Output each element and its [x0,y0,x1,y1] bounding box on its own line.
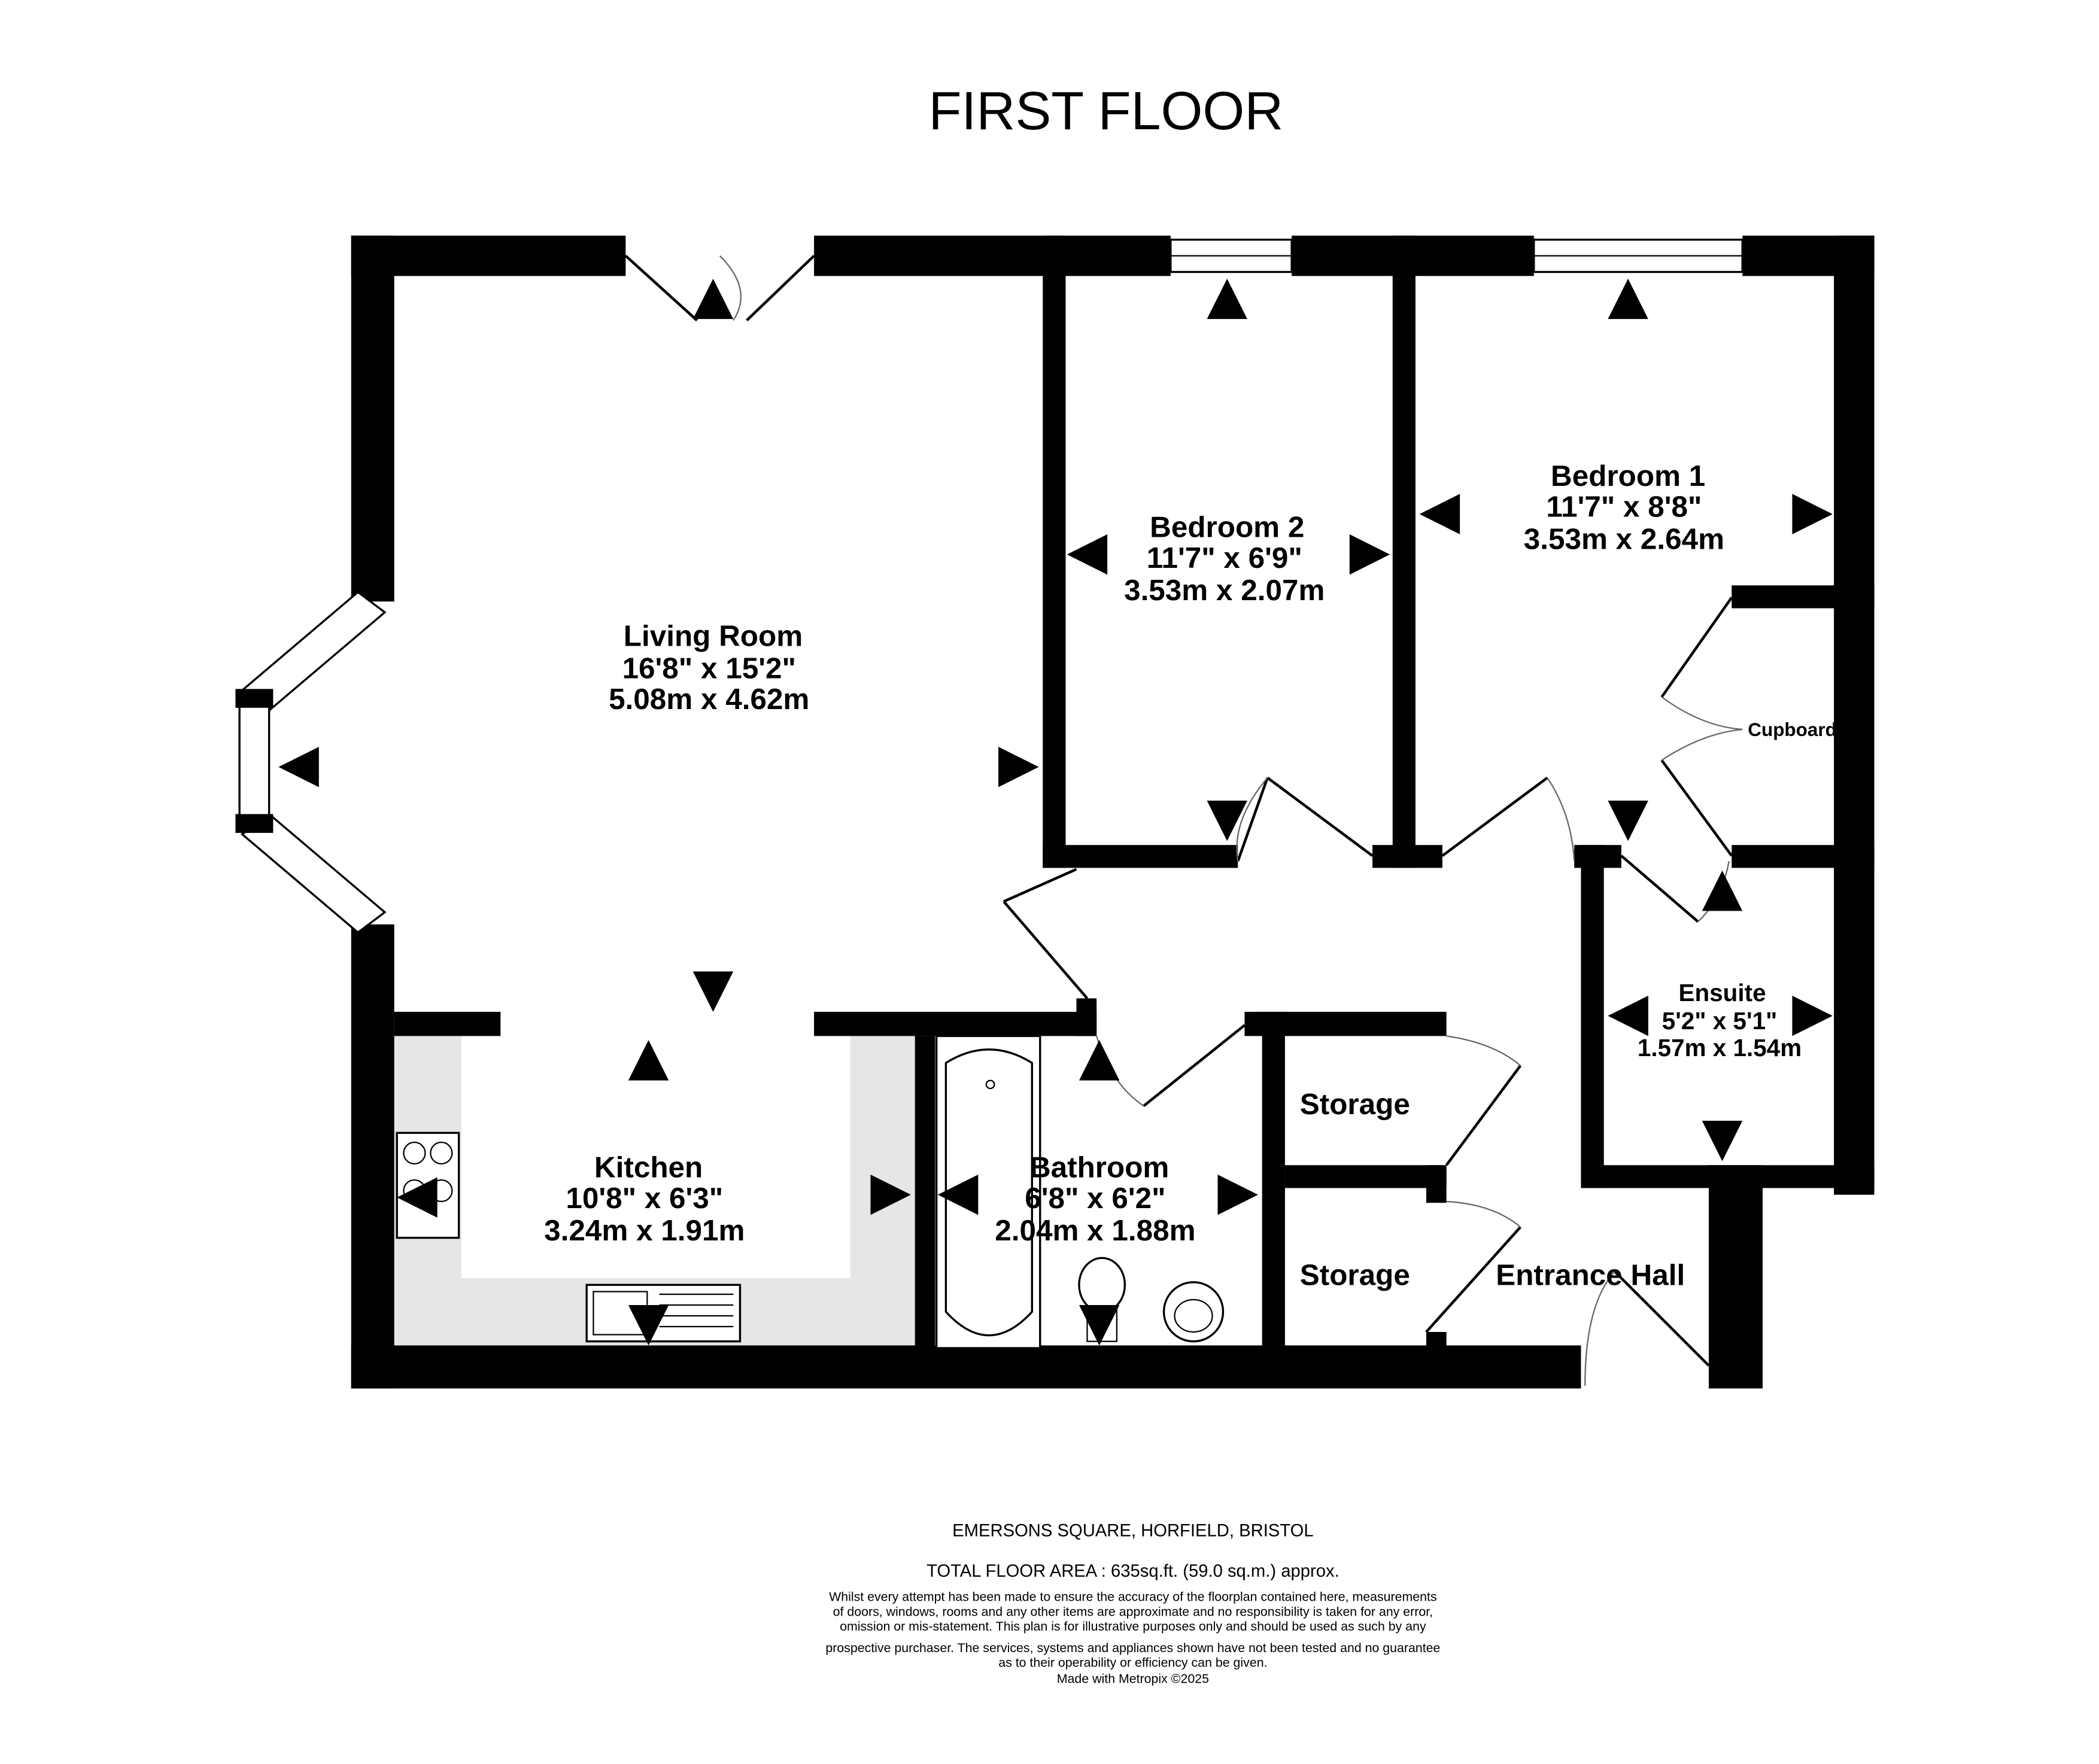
dimension-arrow-icon [1608,800,1648,841]
dimension-arrow-icon [1702,870,1743,911]
room-metric: 2.04m x 1.88m [995,1214,1195,1247]
dimension-arrow-icon [692,278,734,320]
dimension-arrow-icon [1349,534,1390,575]
dimension-arrow-icon [1217,1174,1258,1215]
room-cupboard: Cupboard [1748,719,1837,740]
room-metric: 3.53m x 2.64m [1524,523,1724,556]
room-name: Kitchen [594,1151,703,1184]
dimension-arrow-icon [278,747,319,787]
walls [351,235,1875,1389]
dimension-arrow-icon [1792,995,1833,1036]
room-imperial: 10'8" x 6'3" [566,1182,723,1215]
property-address: EMERSONS SQUARE, HORFIELD, BRISTOL [952,1522,1313,1541]
metropix-credit: Made with Metropix ©2025 [1057,1672,1209,1686]
dimension-arrow-icon [692,971,734,1012]
room-imperial: 11'7" x 8'8" [1546,491,1702,524]
room-metric: 1.57m x 1.54m [1638,1034,1802,1062]
room-name: Bathroom [1029,1151,1169,1184]
dimension-arrow-icon [1207,278,1247,320]
dimension-arrow-icon [1702,1121,1743,1161]
dimension-arrow-icon [1792,494,1833,534]
room-bathroom: Bathroom 6'8" x 6'2" 2.04m x 1.88m [995,1151,1195,1247]
disclaimer-line: prospective purchaser. The services, sys… [825,1641,1440,1655]
room-kitchen: Kitchen 10'8" x 6'3" 3.24m x 1.91m [544,1151,745,1247]
room-imperial: 16'8" x 15'2" [622,652,796,685]
room-name: Bedroom 2 [1150,510,1304,543]
windows [235,238,1743,934]
dimension-arrow-icon [1079,1040,1120,1081]
room-metric: 3.24m x 1.91m [544,1214,745,1247]
washbasin-icon [1162,1281,1225,1343]
room-storage-1: Storage [1300,1088,1410,1121]
room-metric: 3.53m x 2.07m [1124,574,1325,607]
room-bedroom-1: Bedroom 1 11'7" x 8'8" 3.53m x 2.64m [1524,460,1724,556]
footer: EMERSONS SQUARE, HORFIELD, BRISTOL TOTAL… [825,1522,1440,1686]
dimension-arrow-icon [628,1040,669,1081]
dimension-arrow-icon [1079,1305,1120,1346]
room-ensuite: Ensuite 5'2" x 5'1" 1.57m x 1.54m [1638,979,1802,1062]
disclaimer-line: omission or mis-statement. This plan is … [840,1619,1426,1634]
dimension-arrow-icon [1419,494,1460,534]
floor-title: FIRST FLOOR [929,81,1284,141]
dimension-arrow-icon [998,747,1039,787]
disclaimer-line: Whilst every attempt has been made to en… [829,1590,1437,1604]
room-bedroom-2: Bedroom 2 11'7" x 6'9" 3.53m x 2.07m [1124,510,1325,607]
room-metric: 5.08m x 4.62m [609,683,809,716]
dimension-arrow-icon [1067,534,1108,575]
room-name: Living Room [624,619,803,652]
dimension-arrow-icon [870,1174,911,1215]
room-living-room: Living Room 16'8" x 15'2" 5.08m x 4.62m [609,619,809,716]
dimension-arrow-icon [1207,800,1247,841]
disclaimer-line: as to their operability or efficiency ca… [998,1656,1267,1670]
bath-icon [935,1035,1041,1349]
room-storage-2: Storage [1300,1258,1410,1291]
room-entrance-hall: Entrance Hall [1496,1258,1685,1291]
dimension-arrow-icon [1608,995,1648,1036]
room-imperial: 11'7" x 6'9" [1147,542,1302,574]
room-name: Ensuite [1678,979,1766,1006]
room-name: Bedroom 1 [1551,460,1705,492]
total-floor-area: TOTAL FLOOR AREA : 635sq.ft. (59.0 sq.m.… [927,1562,1339,1581]
dimension-arrow-icon [397,1177,438,1218]
dimension-arrow-icon [1608,278,1648,320]
dimension-arrow-icon [937,1174,979,1215]
dimension-arrows [278,278,1833,1346]
dimension-arrow-icon [628,1305,669,1346]
disclaimer-line: of doors, windows, rooms and any other i… [833,1604,1433,1619]
room-imperial: 6'8" x 6'2" [1025,1182,1165,1215]
doors [624,254,1743,1386]
room-imperial: 5'2" x 5'1" [1662,1007,1778,1035]
